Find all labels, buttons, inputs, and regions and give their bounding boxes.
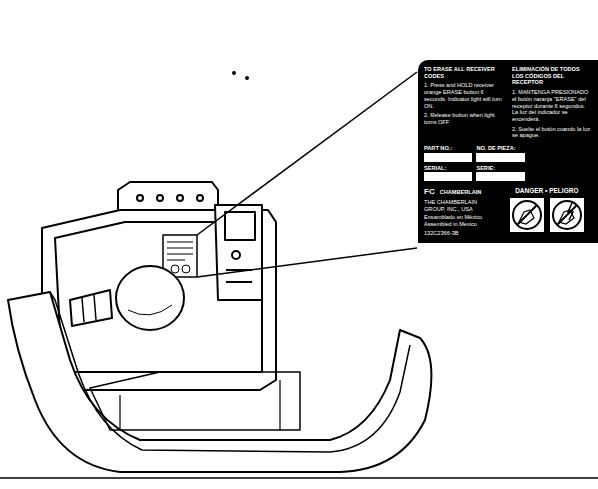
icon-row [510, 198, 584, 232]
step: 1. Press and HOLD receiver orange ERASE … [424, 82, 504, 109]
logo-row: FC CHAMBERLAIN [424, 187, 494, 197]
field-box [424, 153, 472, 162]
warning-icon [550, 198, 584, 232]
leader-line [197, 72, 417, 235]
light-cover [8, 292, 431, 472]
leader-line [197, 248, 417, 277]
instruction-label: TO ERASE ALL RECEIVER CODES 1. Press and … [418, 60, 598, 243]
field-label: NO. DE PIEZA: [476, 145, 524, 152]
field: NO. DE PIEZA: [476, 145, 524, 162]
maker-column: FC CHAMBERLAIN THE CHAMBERLAIN GROUP, INC.… [424, 187, 494, 236]
heading: ELIMINACIÓN DE TODOS LOS CÓDIGOS DEL REC… [512, 66, 592, 86]
field-box [476, 172, 524, 181]
origin: Ensamblado en México Assembled in Mexico [424, 214, 494, 227]
baseline [0, 477, 598, 479]
mark [246, 77, 248, 79]
company: THE CHAMBERLAIN GROUP, INC., USA [424, 199, 494, 212]
field-row: PART NO.: NO. DE PIEZA: [424, 145, 525, 162]
light-bulb [116, 266, 184, 330]
danger-heading: DANGER • PELIGRO [515, 187, 578, 195]
field: PART NO.: [424, 145, 472, 162]
field-label: SERIAL: [424, 165, 472, 172]
step: 2. Suelte el botón cuando la luz se apag… [512, 126, 592, 139]
step: 2. Release button when light turns OFF [424, 112, 504, 125]
bulb-socket [70, 290, 112, 326]
instructions-row: TO ERASE ALL RECEIVER CODES 1. Press and … [424, 66, 592, 139]
field-box [476, 153, 524, 162]
bottom-row: FC CHAMBERLAIN THE CHAMBERLAIN GROUP, INC.… [424, 187, 592, 236]
danger-column: DANGER • PELIGRO [502, 187, 592, 236]
fcc-mark: FC [424, 187, 435, 197]
warning-icon [510, 198, 544, 232]
spanish-column: ELIMINACIÓN DE TODOS LOS CÓDIGOS DEL REC… [512, 66, 592, 139]
field-row: SERIAL: SERIE: [424, 165, 525, 182]
part-code: 132C2366-3B [424, 230, 494, 237]
english-column: TO ERASE ALL RECEIVER CODES 1. Press and … [424, 66, 504, 139]
mark [233, 72, 235, 74]
field: SERIE: [476, 165, 524, 182]
field-box [424, 172, 472, 181]
field-label: PART NO.: [424, 145, 472, 152]
brand: CHAMBERLAIN [440, 189, 482, 196]
field-label: SERIE: [476, 165, 524, 172]
field: SERIAL: [424, 165, 472, 182]
step: 1. MANTENGA PRESIONADO el botón naranja … [512, 89, 592, 123]
heading: TO ERASE ALL RECEIVER CODES [424, 66, 504, 79]
